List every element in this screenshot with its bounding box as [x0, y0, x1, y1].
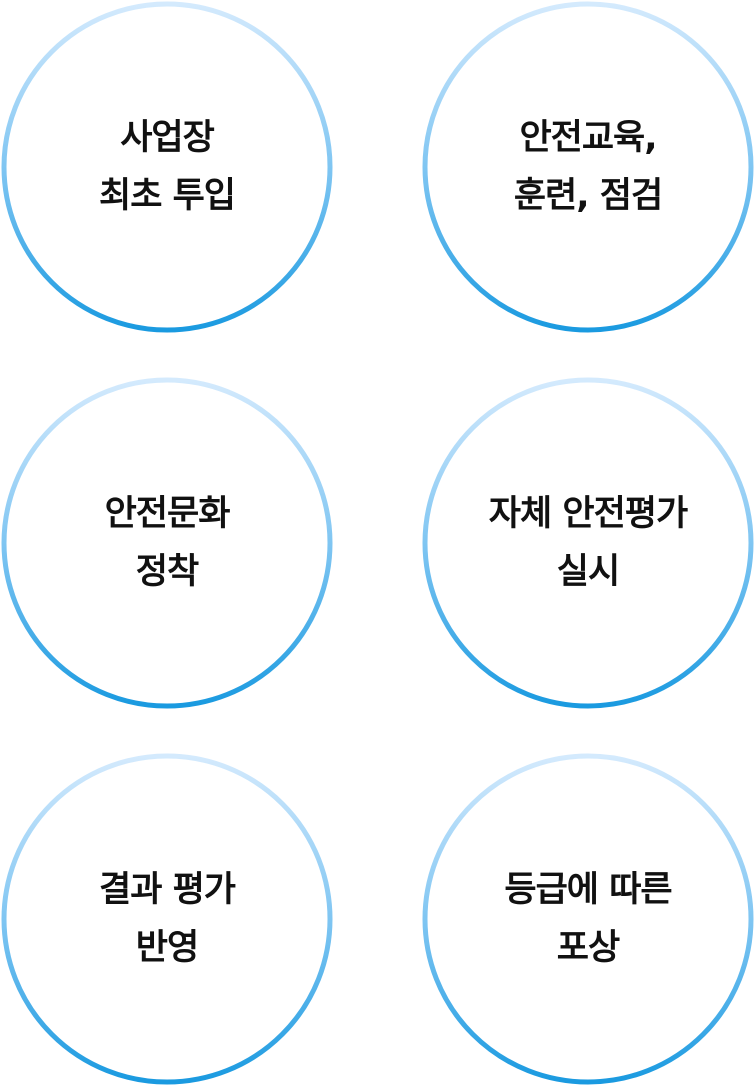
ring-1: [1, 1, 333, 333]
step-circle-5: 결과 평가 반영: [0, 752, 334, 1086]
step-1-line-2: 최초 투입: [99, 176, 236, 216]
step-label-4: 자체 안전평가 실시: [421, 376, 755, 710]
ring-2: [422, 1, 754, 333]
ring-4: [422, 377, 754, 709]
step-circle-1: 사업장 최초 투입: [0, 0, 334, 334]
step-label-1: 사업장 최초 투입: [0, 0, 334, 334]
step-circle-3: 안전문화 정착: [0, 376, 334, 710]
step-label-2: 안전교육, 훈련, 점검: [421, 0, 755, 334]
step-6-line-1: 등급에 따른: [504, 870, 672, 910]
step-circle-4: 자체 안전평가 실시: [421, 376, 755, 710]
ring-6: [422, 753, 754, 1085]
step-circle-6: 등급에 따른 포상: [421, 752, 755, 1086]
step-label-6: 등급에 따른 포상: [421, 752, 755, 1086]
step-4-line-1: 자체 안전평가: [488, 494, 688, 534]
step-2-line-2: 훈련, 점검: [513, 176, 663, 216]
step-6-line-2: 포상: [556, 928, 620, 968]
step-1-line-1: 사업장: [120, 118, 215, 158]
step-5-line-1: 결과 평가: [99, 870, 236, 910]
ring-5: [1, 753, 333, 1085]
step-4-line-2: 실시: [556, 552, 620, 592]
step-2-line-1: 안전교육,: [519, 118, 657, 158]
ring-3: [1, 377, 333, 709]
step-circle-2: 안전교육, 훈련, 점검: [421, 0, 755, 334]
step-3-line-1: 안전문화: [104, 494, 231, 534]
step-label-3: 안전문화 정착: [0, 376, 334, 710]
step-5-line-2: 반영: [135, 928, 199, 968]
step-label-5: 결과 평가 반영: [0, 752, 334, 1086]
step-3-line-2: 정착: [135, 552, 199, 592]
